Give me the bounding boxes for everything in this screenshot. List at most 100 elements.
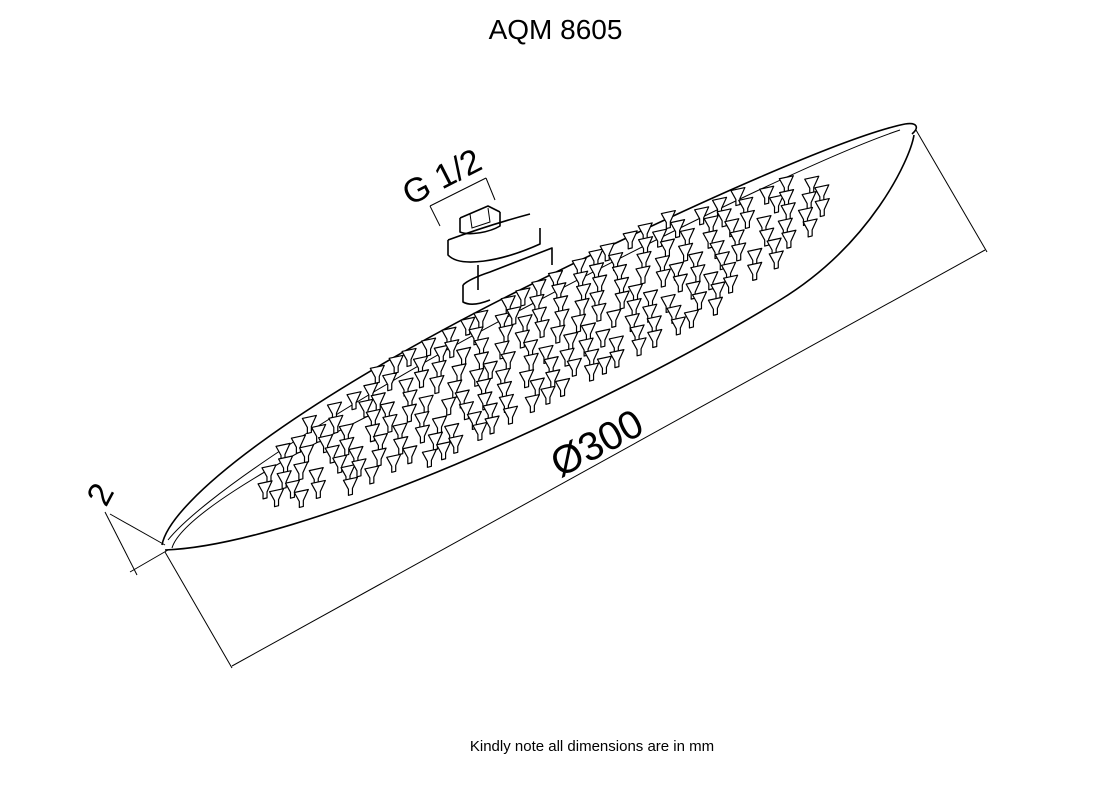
nozzle — [631, 337, 647, 357]
nozzle — [364, 465, 380, 485]
nozzle — [431, 415, 448, 435]
nozzle — [655, 268, 671, 288]
nozzle — [759, 185, 775, 205]
nozzle — [484, 415, 500, 435]
nozzle — [324, 444, 340, 464]
nozzle — [595, 328, 611, 348]
nozzle — [554, 308, 570, 328]
nozzle — [670, 316, 686, 336]
nozzle — [441, 396, 457, 416]
nozzle — [514, 329, 530, 349]
nozzle — [351, 458, 367, 478]
nozzle — [500, 350, 516, 371]
nozzle — [609, 349, 625, 369]
nozzle — [435, 441, 452, 461]
nozzle — [276, 470, 292, 490]
nozzle — [570, 313, 587, 333]
nozzle — [301, 414, 317, 435]
nozzle — [382, 413, 398, 434]
nozzle — [502, 405, 519, 425]
nozzle — [388, 354, 404, 374]
nozzle — [659, 238, 676, 258]
nozzle — [257, 480, 273, 500]
nozzle — [606, 308, 622, 328]
nozzle — [517, 314, 533, 334]
nozzle — [678, 242, 694, 262]
nozzle — [707, 296, 724, 316]
nozzle — [401, 403, 417, 423]
nozzle — [716, 208, 732, 228]
nozzle — [393, 436, 409, 456]
nozzle — [647, 328, 663, 349]
nozzle — [339, 436, 355, 456]
dimensions-note: Kindly note all dimensions are in mm — [469, 738, 715, 755]
nozzle — [293, 461, 309, 481]
thread-label: G 1/2 — [396, 142, 487, 214]
nozzle — [524, 393, 540, 414]
nozzle — [268, 488, 285, 508]
nozzle — [456, 346, 472, 366]
nozzle — [566, 357, 582, 377]
nozzle — [583, 362, 600, 382]
nozzle — [369, 364, 385, 384]
nozzle — [523, 352, 539, 372]
nozzle — [290, 434, 306, 454]
nozzle — [540, 385, 556, 405]
nozzle — [451, 363, 467, 383]
nozzle — [768, 250, 784, 270]
diameter-dimension: Ø300 — [164, 129, 988, 669]
nozzle — [534, 318, 550, 339]
shower-head-plate — [161, 122, 918, 551]
nozzle — [382, 372, 398, 392]
nozzle — [554, 377, 571, 398]
nozzle — [691, 291, 708, 311]
nozzle — [346, 391, 362, 411]
nozzle — [780, 202, 796, 222]
thickness-label: 2 — [80, 477, 122, 512]
nozzle — [293, 488, 309, 509]
nozzle — [739, 209, 755, 230]
nozzle — [614, 290, 630, 310]
nozzle — [669, 219, 686, 239]
nozzle — [694, 206, 710, 226]
nozzle — [550, 324, 566, 344]
nozzle — [460, 316, 476, 336]
nozzle — [506, 306, 522, 326]
nozzle — [332, 454, 348, 474]
nozzle — [563, 331, 579, 351]
nozzle — [421, 448, 437, 468]
nozzle — [401, 347, 417, 368]
nozzle — [635, 265, 651, 285]
nozzle — [781, 229, 797, 249]
nozzle — [768, 194, 785, 214]
nozzle — [596, 355, 613, 375]
diameter-label: Ø300 — [544, 401, 651, 486]
nozzle — [730, 186, 746, 207]
nozzle — [420, 337, 437, 357]
nozzle — [342, 476, 359, 496]
nozzle — [364, 423, 381, 443]
nozzle — [261, 464, 277, 484]
nozzle — [690, 264, 706, 284]
connector-fitting — [447, 205, 553, 305]
nozzle — [683, 309, 700, 329]
spray-nozzles — [257, 175, 830, 509]
nozzle — [413, 369, 430, 389]
nozzle — [472, 421, 488, 442]
thread-dimension: G 1/2 — [396, 142, 496, 227]
nozzle — [519, 369, 535, 389]
nozzle — [652, 228, 668, 248]
nozzle — [592, 274, 608, 294]
nozzle — [723, 274, 739, 294]
nozzle — [284, 479, 301, 499]
nozzle — [414, 424, 431, 444]
nozzle — [482, 360, 498, 380]
nozzle — [672, 273, 688, 293]
drawing-title: AQM 8605 — [488, 14, 623, 45]
nozzle — [529, 377, 545, 397]
nozzle — [429, 374, 445, 395]
nozzle — [802, 218, 818, 238]
nozzle — [427, 431, 444, 451]
nozzle — [660, 209, 676, 230]
